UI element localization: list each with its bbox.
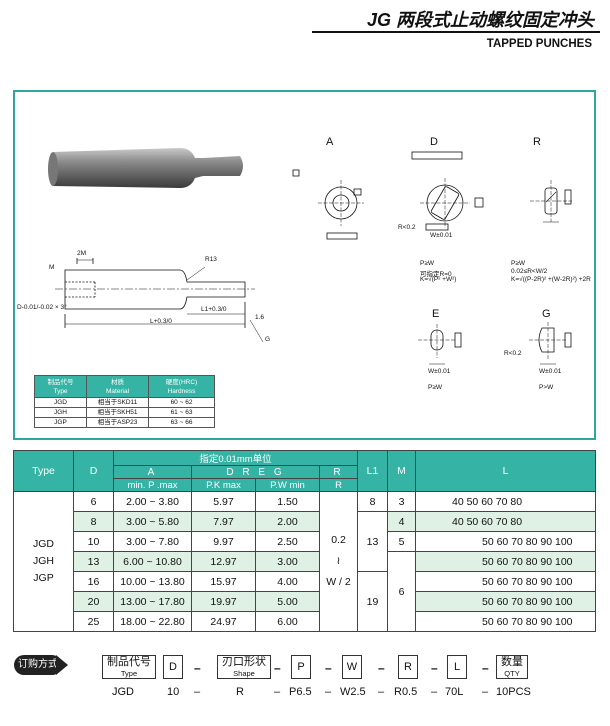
note-g-w: W±0.01 (539, 368, 562, 375)
example-w: W2.5 (340, 686, 366, 698)
example-shape: R (236, 686, 244, 698)
order-dash: – (378, 661, 385, 675)
note-d-rule3: K=√(P² +W²) (420, 276, 457, 283)
header-min-max: min. P .max (113, 478, 192, 492)
dim-l1: L1+0.3/0 (201, 306, 227, 313)
table-row: 8 3.00 ~ 5.80 7.97 2.00 13 4 40 50 60 70… (14, 511, 596, 572)
example-type: JGD (112, 686, 134, 698)
view-a-drawing (292, 169, 364, 240)
order-dash: – (194, 661, 201, 675)
punch-3d-image (48, 148, 243, 188)
dim-2m: 2M (77, 250, 87, 257)
header-pw: P.W min (255, 478, 320, 492)
note-r-rule2: 0.02≤R<W/2 (511, 268, 548, 275)
note-g-rule: P>W (539, 384, 554, 391)
table-row: 16 10.00 ~ 13.80 15.97 4.00 19 50 60 70 … (14, 571, 596, 632)
view-e-drawing (418, 324, 462, 365)
page-subtitle: TAPPED PUNCHES (486, 38, 592, 50)
example-dash: – (431, 686, 438, 698)
order-w-box: W (342, 655, 362, 679)
header-l: L (415, 450, 596, 492)
material-header-hardness: 硬度(HRC)Hardness (148, 375, 215, 398)
note-d-rule1: P≥W (420, 260, 435, 267)
view-g-label: G (542, 308, 551, 320)
example-dash: – (194, 686, 201, 698)
title-rule (312, 31, 600, 33)
order-dash: – (431, 661, 438, 675)
view-g-drawing (529, 322, 572, 365)
example-dash: – (325, 686, 332, 698)
header-unit: 指定0.01mm单位 (113, 450, 358, 466)
note-d-w: W±0.01 (430, 232, 453, 239)
example-l: 70L (445, 686, 464, 698)
example-p: P6.5 (289, 686, 312, 698)
header-r: R (319, 465, 358, 479)
example-dash: – (274, 686, 281, 698)
header-dreg: D R E G (191, 465, 320, 479)
order-dash: – (274, 661, 281, 675)
note-d-rule2: 可指定R=0 (420, 271, 452, 278)
header-l1: L1 (357, 450, 388, 492)
view-d-label: D (430, 136, 438, 148)
table-row: JGD JGH JGP 6 2.00 ~ 3.80 5.97 1.50 0.2 … (13, 491, 596, 632)
example-dash: – (482, 686, 489, 698)
order-r-box: R (398, 655, 418, 679)
table-row: 10 3.00 ~ 7.80 9.97 2.50 5 50 60 70 80 9… (14, 531, 596, 552)
spec-table: Type D 指定0.01mm单位 L1 M L A D R E G R min… (13, 450, 596, 632)
header-type: Type (13, 450, 74, 492)
technical-drawing (48, 148, 572, 365)
dim-m: M (49, 264, 55, 271)
order-l-box: L (447, 655, 467, 679)
view-e-label: E (432, 308, 440, 320)
order-d-box: D (163, 655, 183, 679)
table-row: 13 6.00 ~ 10.80 12.97 3.00 6 50 60 70 80… (14, 551, 596, 632)
dim-g: G (265, 336, 271, 343)
view-a-label: A (326, 136, 334, 148)
r-range: 0.2 ≀ W / 2 (319, 491, 358, 632)
page-title: JG 两段式止动螺纹固定冲头 (366, 10, 594, 30)
dim-d-tolerance: D-0.01/-0.02 × 3° (17, 304, 67, 311)
header-pk: P.K max (191, 478, 256, 492)
order-dash: – (325, 661, 332, 675)
header-m: M (387, 450, 416, 492)
header-a: A (113, 465, 192, 479)
header-r-sub: R (319, 478, 358, 492)
example-r: R0.5 (394, 686, 418, 698)
note-r-rule3: K=√((P-2R)² +(W-2R)²) +2R (511, 276, 591, 283)
drawing-panel: A D R E G M 2M R13 D-0.01/-0.02 × 3° L1+… (13, 90, 596, 440)
note-e-w: W±0.01 (428, 368, 451, 375)
example-dash: – (378, 686, 385, 698)
order-p-box: P (291, 655, 311, 679)
punch-side-view (55, 258, 264, 343)
example-qty: 10PCS (496, 686, 531, 698)
dim-l: L+0.3/0 (150, 318, 172, 325)
example-d: 10 (167, 686, 180, 698)
table-row: 25 18.00 ~ 22.80 24.97 6.00 50 60 70 80 … (14, 611, 596, 632)
dim-angle: 1.6 (255, 314, 265, 321)
type-codes: JGD JGH JGP (13, 491, 74, 632)
view-r-label: R (533, 136, 541, 148)
order-dash: – (482, 661, 489, 675)
note-d-r: R<0.2 (398, 224, 416, 231)
view-r-drawing (530, 180, 572, 223)
note-g-r: R<0.2 (504, 350, 522, 357)
table-row: 20 13.00 ~ 17.80 19.97 5.00 50 60 70 80 … (14, 591, 596, 612)
dim-r13: R13 (205, 256, 217, 263)
view-d-drawing (411, 151, 484, 231)
order-arrow-icon (56, 655, 68, 675)
order-badge: 订购方式 (14, 655, 62, 675)
note-e-rule: P≥W (428, 384, 443, 391)
header-d: D (73, 450, 114, 492)
note-r-rule1: P≥W (511, 260, 526, 267)
